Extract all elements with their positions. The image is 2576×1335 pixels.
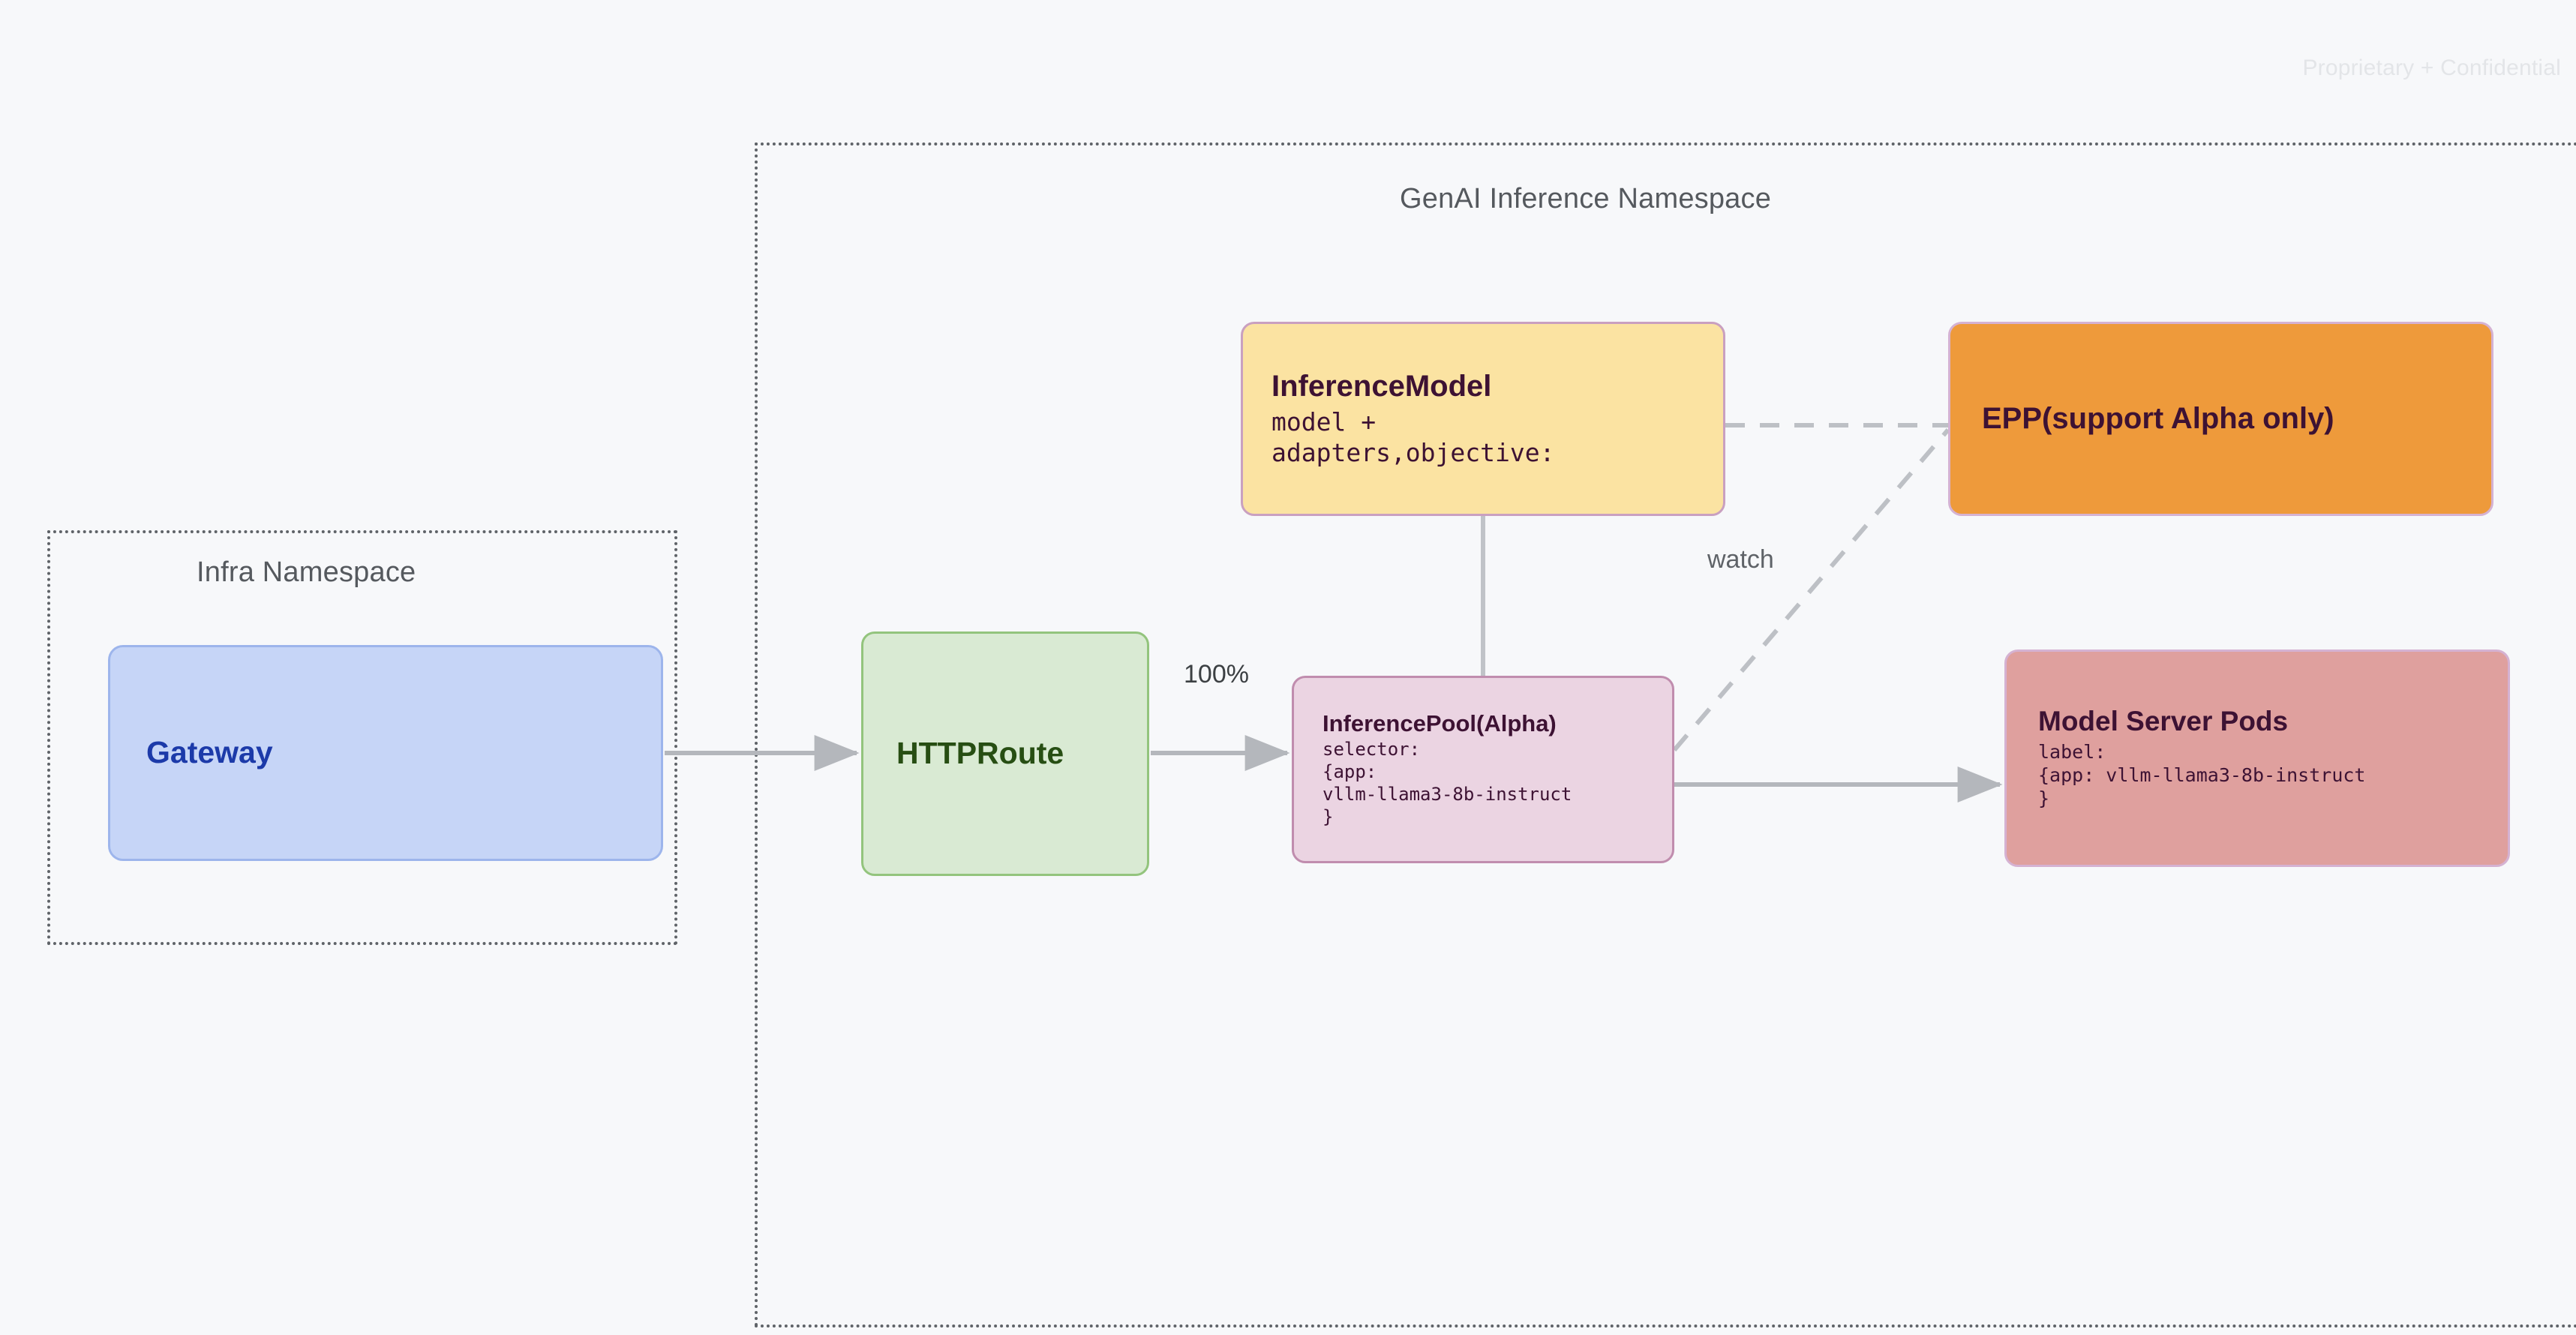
node-inferencemodel-spec: model + adapters,objective:	[1271, 406, 1555, 467]
node-inferencepool-title: InferencePool(Alpha)	[1323, 710, 1557, 736]
node-model-server-pods-title: Model Server Pods	[2038, 706, 2289, 737]
node-httproute[interactable]: HTTPRoute	[861, 632, 1149, 876]
edge-label-traffic-split: 100%	[1184, 660, 1249, 688]
node-gateway[interactable]: Gateway	[108, 645, 663, 861]
node-inferencemodel[interactable]: InferenceModel model + adapters,objectiv…	[1241, 322, 1725, 516]
node-epp-title: EPP(support Alpha only)	[1982, 402, 2334, 436]
node-httproute-title: HTTPRoute	[896, 736, 1064, 771]
node-epp[interactable]: EPP(support Alpha only)	[1948, 322, 2493, 516]
namespace-genai-inference-title: GenAI Inference Namespace	[1400, 183, 1772, 214]
namespace-genai-inference	[755, 142, 2576, 1328]
node-inferencepool[interactable]: InferencePool(Alpha) selector: {app: vll…	[1292, 676, 1674, 863]
node-model-server-pods[interactable]: Model Server Pods label: {app: vllm-llam…	[2004, 650, 2510, 867]
confidential-watermark: Proprietary + Confidential	[2302, 56, 2561, 80]
namespace-infra-title: Infra Namespace	[197, 556, 416, 588]
edge-label-watch: watch	[1707, 545, 1774, 574]
node-inferencemodel-title: InferenceModel	[1271, 369, 1492, 403]
node-gateway-title: Gateway	[146, 735, 273, 770]
node-inferencepool-spec: selector: {app: vllm-llama3-8b-instruct …	[1323, 739, 1572, 828]
namespace-infra	[47, 530, 677, 945]
node-model-server-pods-spec: label: {app: vllm-llama3-8b-instruct }	[2038, 740, 2366, 810]
